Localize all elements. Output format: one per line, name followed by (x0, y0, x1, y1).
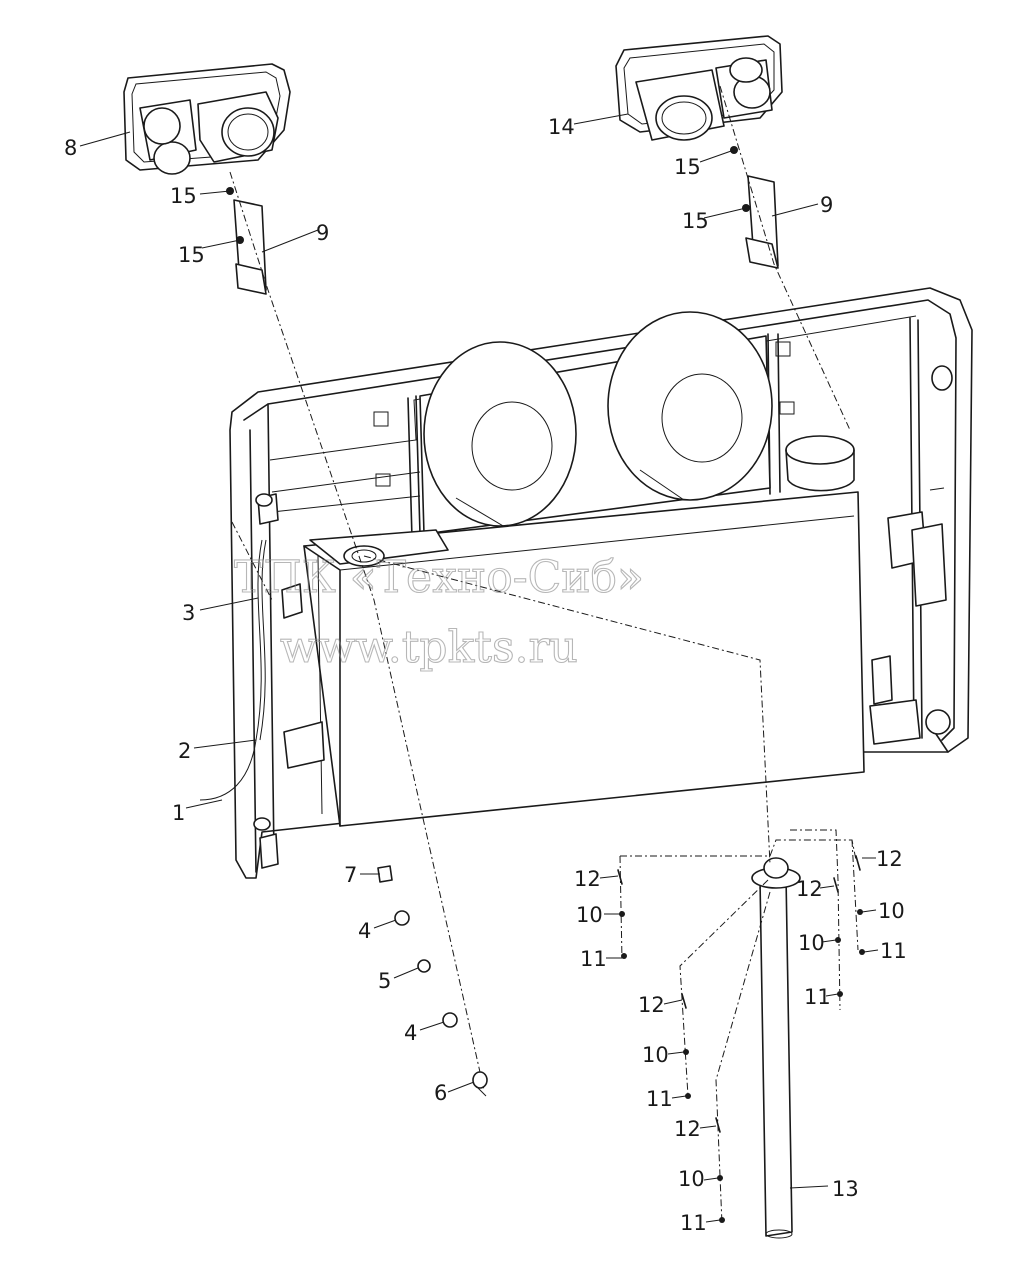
callout-8: 8 (64, 136, 77, 160)
callout-1: 1 (172, 801, 185, 825)
callout-4: 4 (404, 1021, 417, 1045)
callout-10: 10 (878, 899, 905, 923)
main-panel (199, 287, 973, 879)
callout-11: 11 (804, 985, 831, 1009)
callout-6: 6 (434, 1081, 447, 1105)
callout-14: 14 (548, 115, 575, 139)
watermark-url: www.tpkts.ru (280, 622, 578, 673)
callout-7: 7 (344, 863, 357, 887)
callout-12: 12 (796, 877, 823, 901)
left-bracket (226, 187, 267, 295)
callout-10: 10 (576, 903, 603, 927)
callout-15: 15 (178, 243, 205, 267)
callout-12: 12 (876, 847, 903, 871)
callout-13: 13 (832, 1177, 859, 1201)
callout-5: 5 (378, 969, 391, 993)
callout-15: 15 (170, 184, 197, 208)
support-pole (751, 857, 801, 1239)
callout-3: 3 (182, 601, 195, 625)
right-lamp-assembly (615, 35, 783, 141)
callout-15: 15 (682, 209, 709, 233)
callout-11: 11 (680, 1211, 707, 1235)
left-lamp-assembly (123, 63, 291, 175)
callout-12: 12 (574, 867, 601, 891)
callout-10: 10 (678, 1167, 705, 1191)
callout-10: 10 (642, 1043, 669, 1067)
callout-10: 10 (798, 931, 825, 955)
right-bracket (730, 146, 779, 269)
watermark: ТПК «Техно-Сиб» www.tpkts.ru (233, 551, 644, 673)
callout-4: 4 (358, 919, 371, 943)
leader-lines (79, 113, 879, 1223)
callout-12: 12 (638, 993, 665, 1017)
fasteners (377, 855, 865, 1223)
callout-9: 9 (820, 193, 833, 217)
watermark-company: ТПК «Техно-Сиб» (234, 552, 644, 603)
callout-15: 15 (674, 155, 701, 179)
callout-11: 11 (646, 1087, 673, 1111)
callout-12: 12 (674, 1117, 701, 1141)
callout-11: 11 (580, 947, 607, 971)
callout-11: 11 (880, 939, 907, 963)
assembly-center-lines (229, 85, 859, 1225)
callout-9: 9 (316, 221, 329, 245)
callout-2: 2 (178, 739, 191, 763)
callout-labels: 8 15 15 9 14 15 15 9 3 2 1 7 4 5 4 6 12 … (64, 115, 907, 1235)
